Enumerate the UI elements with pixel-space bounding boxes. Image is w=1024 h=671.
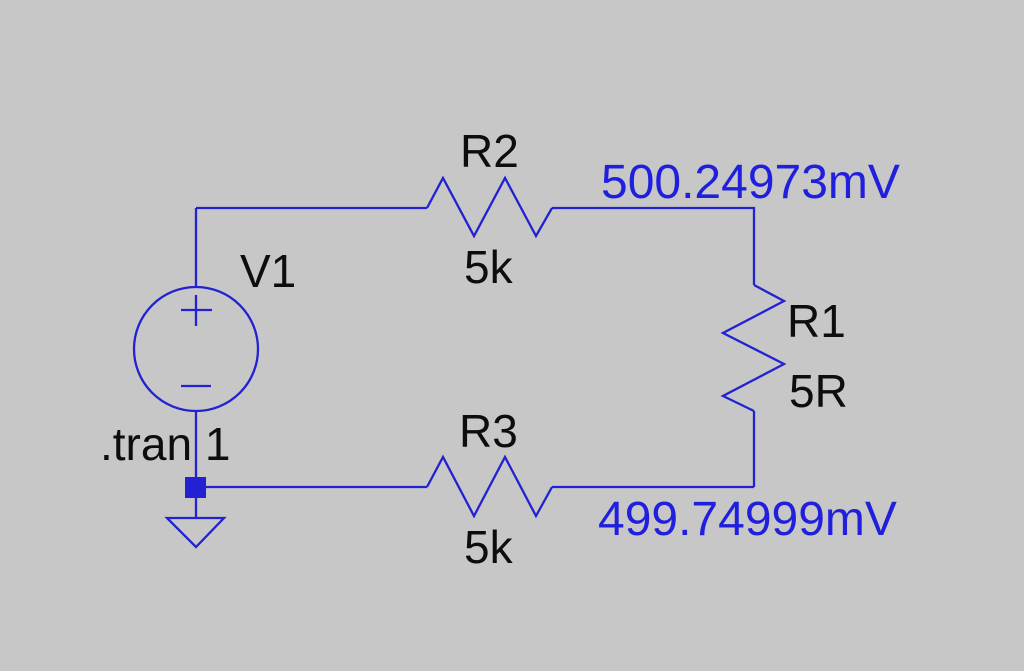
node-voltage-top[interactable]: 500.24973mV: [601, 156, 900, 209]
node-junction[interactable]: [185, 477, 206, 498]
v1-circle[interactable]: [132, 285, 260, 413]
value-r1[interactable]: 5R: [789, 365, 848, 417]
node-voltage-bottom[interactable]: 499.74999mV: [598, 493, 897, 546]
plus-sign-icon: [181, 295, 212, 326]
resistor-r3-symbol[interactable]: [425, 454, 554, 519]
resistor-r1-symbol[interactable]: [720, 283, 787, 413]
spice-directive[interactable]: .tran 1: [100, 418, 230, 470]
voltage-source-v1-symbol[interactable]: [132, 285, 260, 413]
label-r1[interactable]: R1: [787, 295, 846, 347]
value-r3[interactable]: 5k: [464, 521, 514, 573]
value-r2[interactable]: 5k: [464, 241, 514, 293]
label-r3[interactable]: R3: [459, 405, 518, 457]
ground-symbol[interactable]: [164, 516, 227, 549]
label-r2[interactable]: R2: [460, 125, 519, 177]
wire-top-right[interactable]: [552, 206, 756, 285]
label-v1[interactable]: V1: [240, 245, 296, 297]
resistor-r2-symbol[interactable]: [425, 175, 553, 239]
